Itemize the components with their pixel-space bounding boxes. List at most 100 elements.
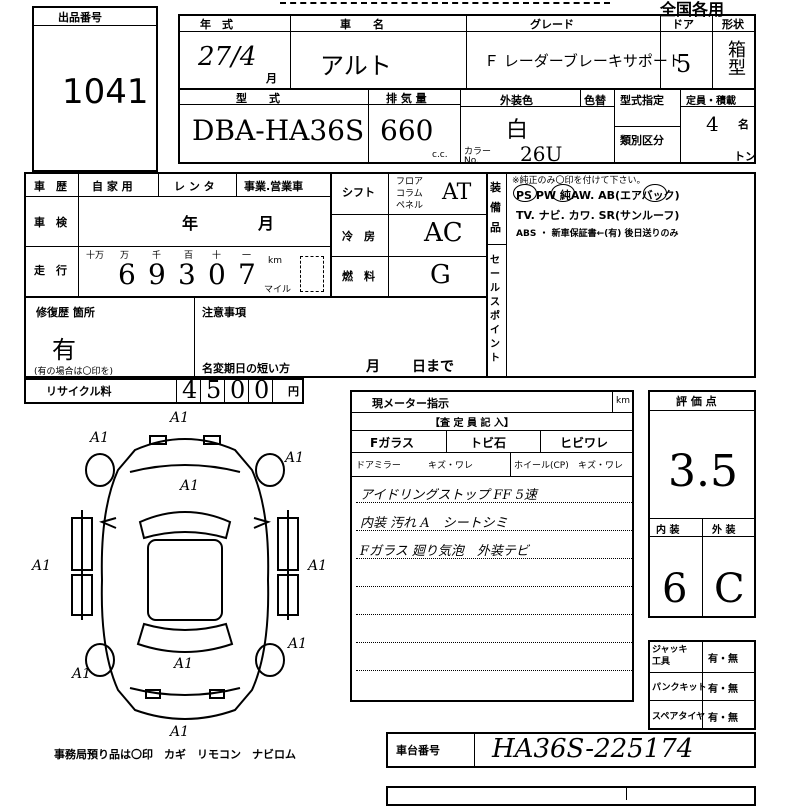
notes-label: 注意事項: [202, 306, 246, 319]
inspection-month: 月: [258, 214, 275, 233]
shift-floor: フロア: [396, 177, 424, 187]
grade-label: グレード: [530, 18, 574, 31]
lot-number: 1041: [62, 72, 149, 112]
equipment-label: 装備品: [490, 181, 501, 234]
ac-label: 冷 房: [342, 230, 375, 243]
inspection-year: 年: [182, 214, 199, 233]
meter-unit: km: [616, 396, 630, 406]
car-damage-diagram: A1 A1 A1 A1 A1 A1 A1 A1 A1 A1: [30, 410, 327, 740]
repair-value: 有: [52, 336, 76, 364]
repair-note: (有の場合は〇印を): [34, 367, 114, 377]
mileage-unit-1: 一: [242, 251, 252, 261]
shift-panel: ペネル: [396, 201, 424, 211]
mile-checkbox[interactable]: [300, 256, 324, 292]
wheel-label: ホイール(CP): [514, 461, 569, 471]
puncture-kit-value: 有・無: [708, 684, 738, 695]
inspector-line-2: 内装 汚れ A シートシミ: [360, 516, 508, 531]
mileage-digit-10k: 6: [118, 258, 136, 291]
damage-mark-trunk: A1: [172, 656, 193, 672]
chassis-box: [386, 732, 756, 768]
recycle-digit-3: 0: [230, 376, 246, 404]
glass-label: Fガラス: [370, 436, 414, 450]
exterior-label: 外 装: [712, 525, 736, 536]
spare-tire-label: スペアタイヤ: [652, 712, 706, 722]
capacity-value: 4: [706, 112, 719, 136]
mileage-unit-10k: 万: [120, 251, 130, 261]
mileage-digit-10: 0: [208, 258, 226, 291]
mirror-label: ドアミラー: [356, 461, 401, 471]
deadline-day: 日まで: [412, 359, 454, 375]
lot-box: [32, 6, 158, 172]
mileage-unit-100: 百: [184, 251, 194, 261]
damage-mark-rear: A1: [168, 724, 189, 740]
exterior-color-label: 外装色: [500, 94, 533, 107]
type-designation-label: 型式指定: [620, 94, 664, 107]
deadline-label: 名変期日の短い方: [202, 362, 290, 375]
color-change-label: 色替: [584, 94, 606, 107]
interior-label: 内 装: [656, 525, 680, 536]
load-unit: トン: [734, 150, 756, 163]
mileage-label: 走 行: [34, 264, 67, 277]
year-label: 年 式: [200, 18, 233, 31]
jack-label: ジャッキ 工具: [652, 645, 688, 667]
color-number-value: 26U: [520, 142, 563, 166]
equipment-box: [486, 172, 756, 378]
damage-mark-right-rear: A1: [286, 636, 307, 652]
ab-circle: [643, 184, 667, 202]
top-decor-line: [280, 2, 610, 4]
door-label: ドア: [672, 18, 694, 31]
bottom-box: [386, 786, 756, 806]
inspector-line-3: Fガラス 廻り気泡 外装テビ: [360, 544, 529, 559]
displacement-value: 660: [380, 114, 434, 147]
meter-label: 現メーター指示: [372, 397, 449, 410]
chassis-label: 車台番号: [396, 744, 440, 757]
crack-label: ヒビワレ: [560, 436, 609, 450]
inspection-label: 車 検: [34, 216, 67, 229]
recycle-box: [24, 378, 304, 404]
equipment-note: ※純正のみ〇印を付けて下さい。: [512, 176, 646, 186]
mirror-options: キズ・ワレ: [428, 461, 474, 471]
recycle-digit-4: 0: [254, 376, 270, 404]
color-number-label: カラー No.: [464, 147, 492, 166]
damage-mark-right-front: A1: [283, 450, 304, 466]
model-label: 型 式: [236, 92, 280, 105]
recycle-unit: 円: [288, 385, 299, 398]
history-rental: レ ン タ: [174, 180, 215, 193]
car-name-label: 車 名: [340, 18, 384, 31]
damage-mark-hood: A1: [178, 478, 199, 494]
mileage-digit-1: 7: [238, 258, 256, 291]
equipment-items-2: TV. ナビ. カワ. SR(サンルーフ): [516, 209, 680, 222]
inspector-box: [350, 390, 634, 702]
capacity-unit: 名: [738, 118, 749, 131]
damage-mark-left-door: A1: [30, 558, 51, 574]
ps-circle: [513, 184, 537, 202]
exterior-score: C: [714, 566, 745, 612]
damage-mark-left-front: A1: [88, 430, 109, 446]
history-label: 車 歴: [34, 180, 67, 193]
shape-value: 箱型: [725, 40, 746, 76]
displacement-unit: c.c.: [432, 150, 448, 160]
pw-circle: [551, 184, 575, 202]
mileage-unit-1k: 千: [152, 251, 162, 261]
deadline-month: 月: [366, 359, 380, 375]
interior-score: 6: [662, 566, 688, 612]
spare-tire-value: 有・無: [708, 713, 738, 724]
car-name-value: アルト: [320, 52, 392, 80]
repair-box: [24, 296, 488, 378]
score-label: 評 価 点: [676, 395, 717, 408]
grade-value: Ｆ レーダーブレーキサポート: [484, 52, 683, 70]
damage-mark-front: A1: [168, 410, 189, 426]
puncture-kit-label: パンクキット: [652, 683, 707, 693]
mileage-digit-1k: 9: [148, 258, 166, 291]
sales-point-label: セールスポイント: [490, 255, 500, 364]
inspector-line-1: アイドリングストップ FF 5速: [360, 488, 537, 503]
wheel-options: キズ・ワレ: [578, 461, 624, 471]
recycle-digit-2: 5: [206, 376, 222, 404]
exterior-color-value: 白: [506, 118, 529, 143]
jack-value: 有・無: [708, 654, 738, 665]
repair-label: 修復歴 箇所: [36, 306, 95, 319]
fuel-label: 燃 料: [342, 270, 375, 283]
capacity-label: 定員・積載: [686, 96, 736, 107]
equipment-items-3: ABS ・ 新車保証書←(有) 後日送りのみ: [516, 229, 679, 239]
recycle-label: リサイクル料: [46, 385, 112, 398]
